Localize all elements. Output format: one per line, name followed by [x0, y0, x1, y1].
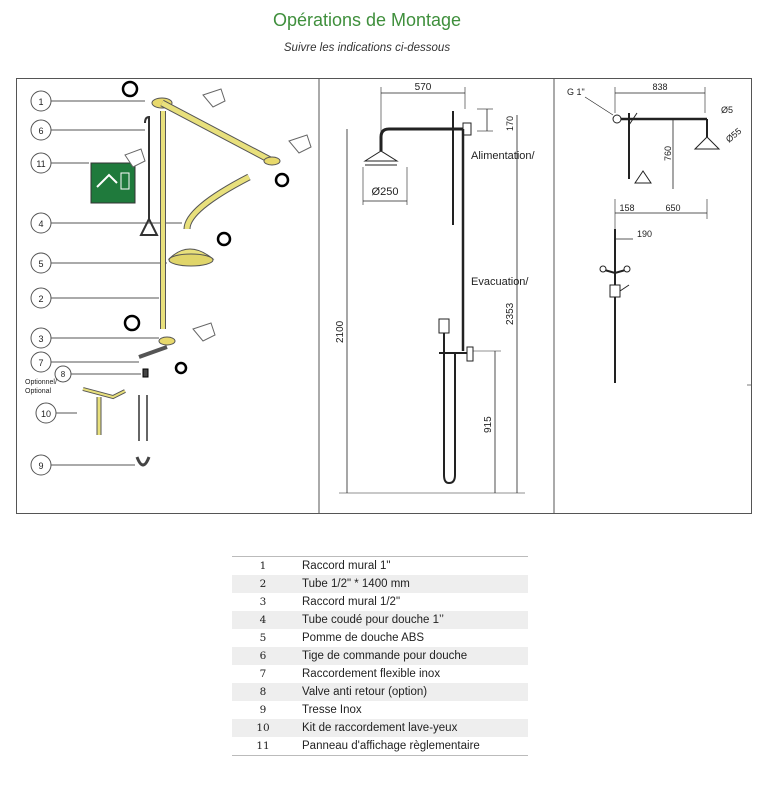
top-view: G 1" 838 Ø5 Ø55 760 158 650 190: [567, 82, 751, 386]
part-label: Tresse Inox: [302, 704, 362, 716]
diagram-panels: 1 6 11 4 5 2 3: [16, 78, 752, 514]
svg-text:5: 5: [38, 259, 43, 269]
part-number: 10: [256, 722, 270, 734]
svg-text:4: 4: [38, 219, 43, 229]
callout-4: 4: [30, 212, 182, 234]
dim-838: 838: [652, 82, 667, 92]
part-label: Panneau d'affichage règlementaire: [302, 740, 480, 752]
page-subtitle: Suivre les indications ci-dessous: [283, 42, 451, 54]
part-label: Pomme de douche ABS: [302, 632, 425, 644]
legend-row: 10 Kit de raccordement lave-yeux: [232, 719, 528, 737]
part-number: 9: [259, 704, 267, 716]
dim-250: Ø250: [372, 186, 399, 198]
part-number: 7: [259, 668, 267, 680]
callout-8: 8: [54, 365, 141, 383]
dim-2353: 2353: [505, 302, 516, 325]
optional-label-en: Optional: [25, 388, 52, 395]
part-label: Raccordement flexible inox: [302, 668, 441, 680]
svg-text:11: 11: [36, 159, 45, 169]
callout-9: 9: [30, 454, 135, 476]
part-number: 1: [259, 560, 267, 572]
dim-760: 760: [663, 146, 673, 161]
dim-d5: Ø5: [721, 105, 733, 115]
legend-row: 3 Raccord mural 1/2": [232, 593, 528, 611]
side-view: 570 170 Ø250 Alimentation/ Evacuation/: [335, 82, 536, 494]
svg-text:7: 7: [38, 358, 43, 368]
optional-label-fr: Optionnel/: [25, 379, 57, 386]
callout-5: 5: [30, 252, 167, 274]
part-label: Tige de commande pour douche: [302, 650, 468, 662]
legend-row: 6 Tige de commande pour douche: [232, 647, 528, 665]
callout-7: 7: [30, 351, 139, 373]
dim-915: 915: [483, 416, 494, 433]
dim-158: 158: [619, 203, 634, 213]
legend-row: 1 Raccord mural 1": [232, 557, 528, 575]
part-number: 6: [259, 650, 267, 662]
legend-row: 4 Tube coudé pour douche 1’’: [232, 611, 528, 629]
dim-g1: G 1": [567, 87, 585, 97]
dim-190: 190: [637, 229, 652, 239]
part-number: 4: [259, 614, 267, 626]
part-label: Valve anti retour (option): [302, 686, 428, 698]
dim-2100: 2100: [335, 320, 346, 343]
legend-row: 11 Panneau d'affichage règlementaire: [232, 737, 528, 755]
drain-label: Evacuation/: [471, 276, 529, 288]
part-label: Raccord mural 1": [302, 560, 391, 572]
svg-text:9: 9: [38, 461, 43, 471]
svg-text:8: 8: [61, 370, 66, 379]
part-label: Tube 1/2" * 1400 mm: [302, 578, 410, 590]
part-label: Tube coudé pour douche 1’’: [302, 614, 444, 626]
parts-legend: 1 Raccord mural 1" 2 Tube 1/2" * 1400 mm 3…: [232, 556, 528, 756]
page-title: Opérations de Montage: [272, 10, 462, 30]
svg-text:3: 3: [38, 334, 43, 344]
part-number: 5: [259, 632, 267, 644]
callout-1: 1: [30, 90, 145, 112]
legend-row: 2 Tube 1/2" * 1400 mm: [232, 575, 528, 593]
diagram-svg: 1 6 11 4 5 2 3: [25, 79, 751, 513]
callout-3: 3: [30, 327, 159, 349]
legend-row: 8 Valve anti retour (option): [232, 683, 528, 701]
svg-text:1: 1: [38, 97, 43, 107]
dim-570: 570: [415, 82, 432, 93]
legend-row: 9 Tresse Inox: [232, 701, 528, 719]
svg-text:6: 6: [38, 126, 43, 136]
part-number: 8: [259, 686, 267, 698]
dim-170: 170: [505, 116, 515, 131]
svg-text:10: 10: [41, 409, 51, 419]
legend-row: 7 Raccordement flexible inox: [232, 665, 528, 683]
exploded-view: 1 6 11 4 5 2 3: [25, 80, 312, 476]
svg-text:2: 2: [38, 294, 43, 304]
callout-10: 10: [35, 402, 77, 424]
callout-6: 6: [30, 119, 145, 141]
callout-11: 11: [30, 152, 89, 174]
part-number: 3: [259, 596, 267, 608]
dim-650: 650: [665, 203, 680, 213]
part-number: 11: [256, 740, 270, 752]
supply-label: Alimentation/: [471, 150, 536, 162]
callout-2: 2: [30, 287, 159, 309]
part-number: 2: [259, 578, 267, 590]
part-label: Raccord mural 1/2": [302, 596, 401, 608]
legend-row: 5 Pomme de douche ABS: [232, 629, 528, 647]
part-label: Kit de raccordement lave-yeux: [302, 722, 458, 734]
dim-d55: Ø55: [724, 126, 743, 145]
